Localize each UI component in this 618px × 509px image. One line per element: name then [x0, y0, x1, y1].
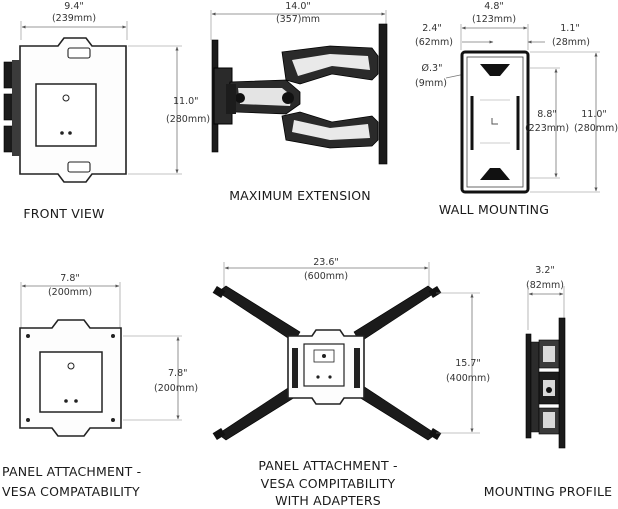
adapter-height-mm: (400mm)	[446, 373, 490, 384]
pivot-hole	[62, 94, 70, 102]
extension-inches: 14.0"	[285, 1, 311, 12]
width-mm: (239mm)	[52, 13, 96, 24]
left-offset-inches: 2.4"	[422, 23, 441, 34]
top-keyhole	[480, 64, 510, 76]
adapter-arms	[212, 285, 442, 441]
extension-mm: (357)mm	[276, 14, 320, 25]
wall-width-mm: (123mm)	[472, 14, 516, 25]
panel-adapters-view: 23.6" (600mm) 15.7" (400mm) PANEL ATTACH	[212, 257, 490, 508]
wall-plate	[460, 50, 530, 194]
adapters-caption-line2: VESA COMPITABILITY	[261, 476, 396, 491]
adapter-height-inches: 15.7"	[455, 358, 481, 369]
left-offset-mm: (62mm)	[415, 37, 453, 48]
maximum-extension-caption: MAXIMUM EXTENSION	[229, 188, 371, 203]
right-offset-inches: 1.1"	[560, 23, 579, 34]
height-inches: 11.0"	[173, 96, 199, 107]
vesa-height-mm: (200mm)	[154, 383, 198, 394]
hole-diameter-mm: (9mm)	[415, 78, 447, 89]
bottom-keyhole	[480, 168, 510, 180]
front-view: 9.4" (239mm) 11.0" (280mm) FRONT VIEW	[3, 1, 210, 221]
hole-diameter-inches: Ø.3"	[422, 63, 443, 74]
adapters-caption-line1: PANEL ATTACHMENT -	[258, 458, 397, 473]
maximum-extension-view: 14.0" (357)mm MAXIMUM EXTENSION	[210, 1, 388, 203]
center-plate	[35, 83, 97, 147]
adapters-caption-line3: WITH ADAPTERS	[275, 493, 381, 508]
vesa-center-plate	[39, 351, 103, 413]
vesa-caption-line1: PANEL ATTACHMENT -	[2, 464, 141, 479]
wall-plate	[378, 23, 388, 165]
profile-panel-bracket	[525, 333, 532, 439]
wall-height-mm: (280mm)	[574, 123, 618, 134]
wall-mounting-caption: WALL MOUNTING	[439, 202, 549, 217]
width-inches: 9.4"	[64, 1, 83, 12]
vesa-width-inches: 7.8"	[60, 273, 79, 284]
mounting-profile-view: 3.2" (82mm) MOUNTING PROFILE	[484, 265, 612, 499]
right-offset-mm: (28mm)	[552, 37, 590, 48]
vesa-width-mm: (200mm)	[48, 287, 92, 298]
vesa-height-inches: 7.8"	[168, 368, 187, 379]
wall-width-inches: 4.8"	[484, 1, 503, 12]
slot-height-mm: (223mm)	[525, 123, 569, 134]
profile-wall-plate	[558, 317, 566, 449]
adapter-width-mm: (600mm)	[304, 271, 348, 282]
wall-height-inches: 11.0"	[581, 109, 607, 120]
panel-vesa-view: 7.8" (200mm) 7.8" (200mm) PANEL ATTACHME…	[2, 273, 198, 499]
profile-depth-inches: 3.2"	[535, 265, 554, 276]
vesa-caption-line2: VESA COMPATABILITY	[2, 484, 140, 499]
mounting-profile-caption: MOUNTING PROFILE	[484, 484, 612, 499]
front-view-caption: FRONT VIEW	[23, 206, 104, 221]
slot-height-inches: 8.8"	[537, 109, 556, 120]
height-mm: (280mm)	[166, 114, 210, 125]
wall-mounting-view: 4.8" (123mm) 2.4" (62mm) 1.1" (28mm) Ø.3…	[415, 1, 618, 217]
top-slot	[67, 47, 91, 59]
bottom-slot	[67, 161, 91, 173]
adapter-width-inches: 23.6"	[313, 257, 339, 268]
profile-depth-mm: (82mm)	[526, 280, 564, 291]
